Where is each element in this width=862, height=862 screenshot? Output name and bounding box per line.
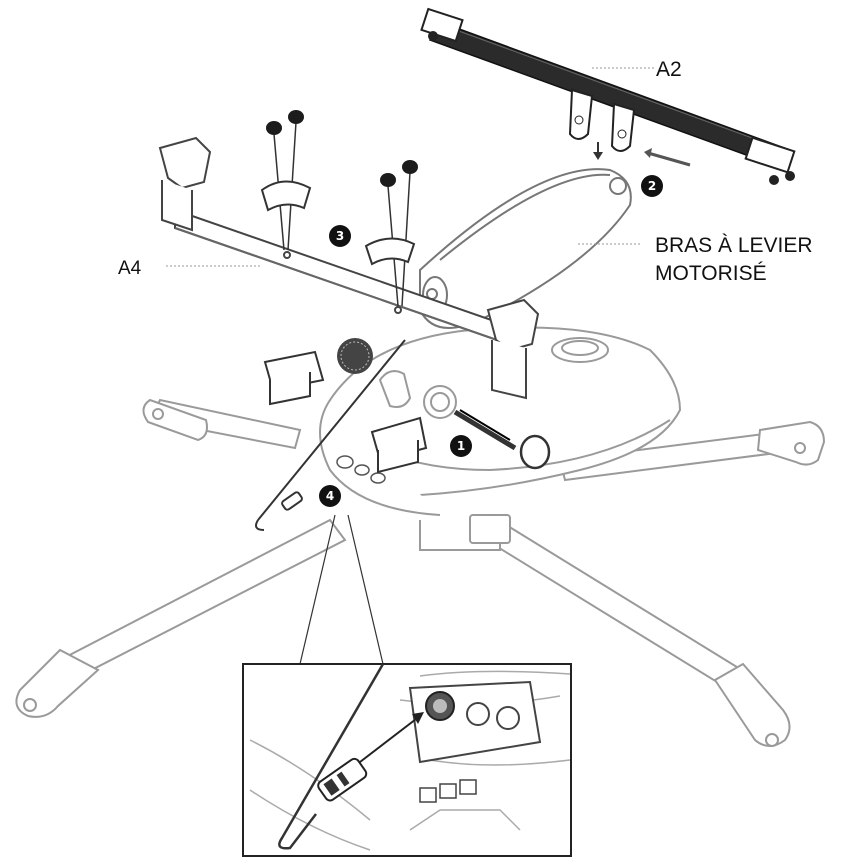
label-bras-line2: MOTORISÉ <box>655 262 767 285</box>
cable <box>255 339 406 531</box>
brackets <box>263 350 428 474</box>
mesh-disc <box>337 338 373 374</box>
svg-text:2: 2 <box>648 179 656 193</box>
step-callout-1: 1 <box>450 435 472 457</box>
body-connectors <box>336 455 386 484</box>
label-a4: A4 <box>118 258 142 279</box>
step-callout-3: 3 <box>329 225 351 247</box>
zoom-lines <box>299 514 384 665</box>
a4-crossbar <box>158 136 540 400</box>
svg-text:3: 3 <box>336 229 344 243</box>
step-callout-2: 2 <box>641 175 663 197</box>
drone-arms <box>15 398 826 747</box>
svg-text:1: 1 <box>457 439 465 453</box>
leader-lines <box>166 67 654 267</box>
step2-arrows <box>593 142 691 167</box>
pin-part <box>453 409 551 470</box>
screws <box>260 110 418 307</box>
label-bras-line1: BRAS À LEVIER <box>655 234 813 257</box>
step-callout-4: 4 <box>319 485 341 507</box>
label-a2: A2 <box>656 58 682 81</box>
svg-text:4: 4 <box>326 489 334 503</box>
inset-detail <box>242 663 572 857</box>
a2-bar <box>420 7 796 185</box>
